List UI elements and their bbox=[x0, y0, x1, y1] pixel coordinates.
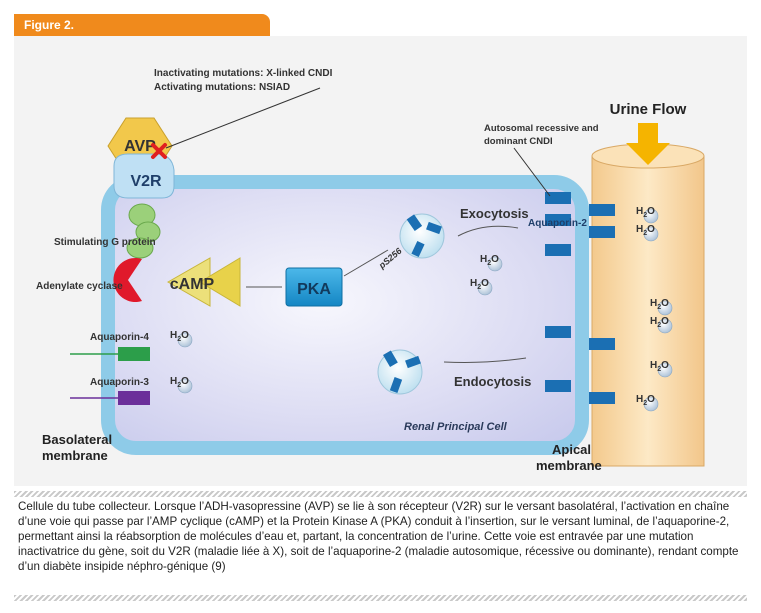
aquaporin-4-channel bbox=[70, 347, 150, 361]
caption-top-divider bbox=[14, 491, 747, 497]
exocytosis-arrow bbox=[457, 225, 519, 237]
autosomal-pointer-line bbox=[513, 147, 551, 197]
pka-kinase: PKA bbox=[285, 267, 343, 307]
aquaporin-2-channel bbox=[589, 338, 615, 350]
aquaporin-2-channel bbox=[589, 204, 615, 216]
aquaporin-4-label: Aquaporin-4 bbox=[90, 332, 149, 343]
figure-caption: Cellule du tube collecteur. Lorsque l’AD… bbox=[18, 500, 739, 573]
aquaporin-2-channel bbox=[545, 192, 571, 204]
apical-label-line-1: Apical bbox=[552, 442, 591, 457]
h2o-molecule: H2O bbox=[636, 224, 659, 242]
h2o-molecule: H2O bbox=[650, 316, 673, 334]
h2o-label: H2O bbox=[170, 330, 189, 343]
mutations-line-2: Activating mutations: NSIAD bbox=[154, 82, 290, 93]
mutations-line-1: Inactivating mutations: X-linked CNDI bbox=[154, 68, 333, 79]
exocytosis-vesicle bbox=[399, 213, 445, 259]
h2o-molecule: H2O bbox=[636, 394, 659, 412]
endocytosis-label: Endocytosis bbox=[454, 374, 531, 389]
autosomal-cndi-line-1: Autosomal recessive and bbox=[484, 123, 599, 134]
aquaporin-2-channels bbox=[545, 192, 615, 404]
h2o-label: H2O bbox=[636, 394, 655, 407]
stimulating-g-protein-label: Stimulating G protein bbox=[54, 237, 156, 248]
h2o-label: H2O bbox=[650, 298, 669, 311]
h2o-label: H2O bbox=[170, 376, 189, 389]
h2o-molecule: H2O bbox=[170, 376, 193, 394]
renal-principal-cell-label: Renal Principal Cell bbox=[404, 421, 508, 433]
aquaporin-pathway-diagram: Urine Flow Renal Principal Cell AVP V2R … bbox=[36, 68, 705, 473]
pka-label: PKA bbox=[297, 281, 331, 298]
endocytosis-vesicle bbox=[377, 349, 423, 395]
aquaporin-2-channel bbox=[545, 380, 571, 392]
camp-label: cAMP bbox=[170, 276, 215, 293]
aquaporin-2-channel bbox=[545, 326, 571, 338]
h2o-molecule: H2O bbox=[470, 278, 493, 296]
aquaporin-3-channel bbox=[70, 391, 150, 405]
aquaporin-2-channel bbox=[545, 214, 571, 226]
urine-flow-label: Urine Flow bbox=[610, 101, 687, 118]
h2o-molecule: H2O bbox=[650, 360, 673, 378]
aquaporin-2-channel bbox=[545, 244, 571, 256]
caption-bottom-divider bbox=[14, 595, 747, 601]
renal-principal-cell bbox=[101, 175, 589, 455]
h2o-molecule: H2O bbox=[170, 330, 193, 348]
urine-tubule bbox=[591, 143, 705, 467]
avp-label: AVP bbox=[124, 138, 156, 155]
aquaporin-3-label: Aquaporin-3 bbox=[90, 377, 149, 388]
h2o-molecules: H2O H2O H2O H2O H2O H2O H2O H2O H2O H2O bbox=[170, 206, 673, 412]
h2o-label: H2O bbox=[480, 254, 499, 267]
h2o-molecule: H2O bbox=[480, 254, 503, 272]
adenylate-cyclase-label: Adenylate cyclase bbox=[36, 281, 123, 292]
h2o-molecule: H2O bbox=[636, 206, 659, 224]
aquaporin-2-channel bbox=[589, 392, 615, 404]
g-protein bbox=[126, 203, 161, 259]
h2o-label: H2O bbox=[636, 206, 655, 219]
camp-molecule: cAMP bbox=[166, 257, 241, 307]
autosomal-cndi-line-2: dominant CNDI bbox=[484, 136, 553, 147]
urine-flow-arrow-icon bbox=[626, 123, 670, 165]
h2o-label: H2O bbox=[650, 316, 669, 329]
endocytosis-arrow bbox=[443, 357, 527, 363]
mutation-pointer-line bbox=[165, 87, 321, 149]
pka-to-vesicle-arrow bbox=[343, 249, 389, 277]
aquaporin-2-label: Aquaporin-2 bbox=[528, 218, 587, 229]
aquaporin-2-channel bbox=[589, 226, 615, 238]
exocytosis-label: Exocytosis bbox=[460, 206, 529, 221]
v2r-label: V2R bbox=[130, 173, 162, 190]
h2o-label: H2O bbox=[636, 224, 655, 237]
apical-label-line-2: membrane bbox=[536, 458, 602, 473]
figure-label: Figure 2. bbox=[14, 14, 270, 36]
basolateral-label-line-1: Basolateral bbox=[42, 432, 112, 447]
h2o-molecule: H2O bbox=[650, 298, 673, 316]
h2o-label: H2O bbox=[470, 278, 489, 291]
basolateral-label-line-2: membrane bbox=[42, 448, 108, 463]
adenylate-cyclase-icon bbox=[113, 258, 142, 302]
mutation-x-icon bbox=[151, 143, 167, 159]
h2o-label: H2O bbox=[650, 360, 669, 373]
v2r-receptor: V2R bbox=[113, 153, 175, 199]
